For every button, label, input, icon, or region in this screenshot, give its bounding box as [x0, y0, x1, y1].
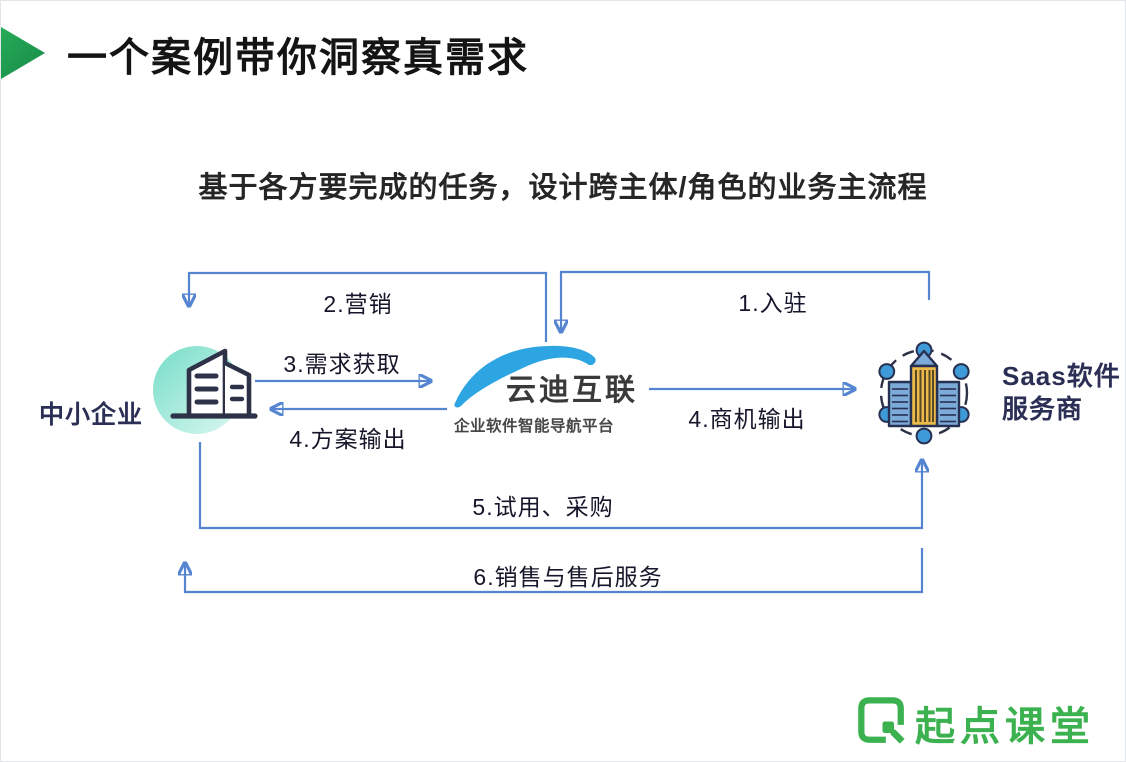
flow-label-join: 1.入驻	[738, 290, 808, 316]
flow-label-lead-output: 4.商机输出	[688, 406, 806, 432]
saas-label-line2: 服务商	[1002, 394, 1084, 424]
page-title: 一个案例带你洞察真需求	[67, 36, 529, 80]
saas-entity-label: Saas软件 服务商	[1002, 360, 1121, 426]
platform-name: 云迪互联	[506, 374, 638, 407]
footer-brand: 起点课堂	[857, 693, 1117, 749]
footer-brand-text: 起点课堂	[915, 705, 1095, 749]
platform-tagline: 企业软件智能导航平台	[454, 418, 615, 435]
sme-buildings-icon	[153, 346, 258, 434]
flow-label-solution-output: 4.方案输出	[289, 426, 407, 452]
qidian-logo-icon	[858, 697, 905, 744]
platform-entity: 云迪互联 企业软件智能导航平台	[453, 341, 653, 441]
saas-network-building-icon	[878, 341, 970, 445]
sme-entity-label: 中小企业	[39, 401, 144, 429]
platform-arc-logo-icon	[454, 345, 596, 408]
title-marker-triangle-icon	[1, 27, 45, 79]
saas-label-line1: Saas软件	[1002, 361, 1121, 391]
subtitle: 基于各方要完成的任务，设计跨主体/角色的业务主流程	[198, 172, 928, 204]
flow-label-demand-capture: 3.需求获取	[283, 351, 401, 377]
flow-label-sales-aftersales: 6.销售与售后服务	[473, 564, 663, 590]
flow-label-marketing: 2.营销	[323, 291, 393, 317]
flow-label-trial-purchase: 5.试用、采购	[472, 494, 614, 520]
